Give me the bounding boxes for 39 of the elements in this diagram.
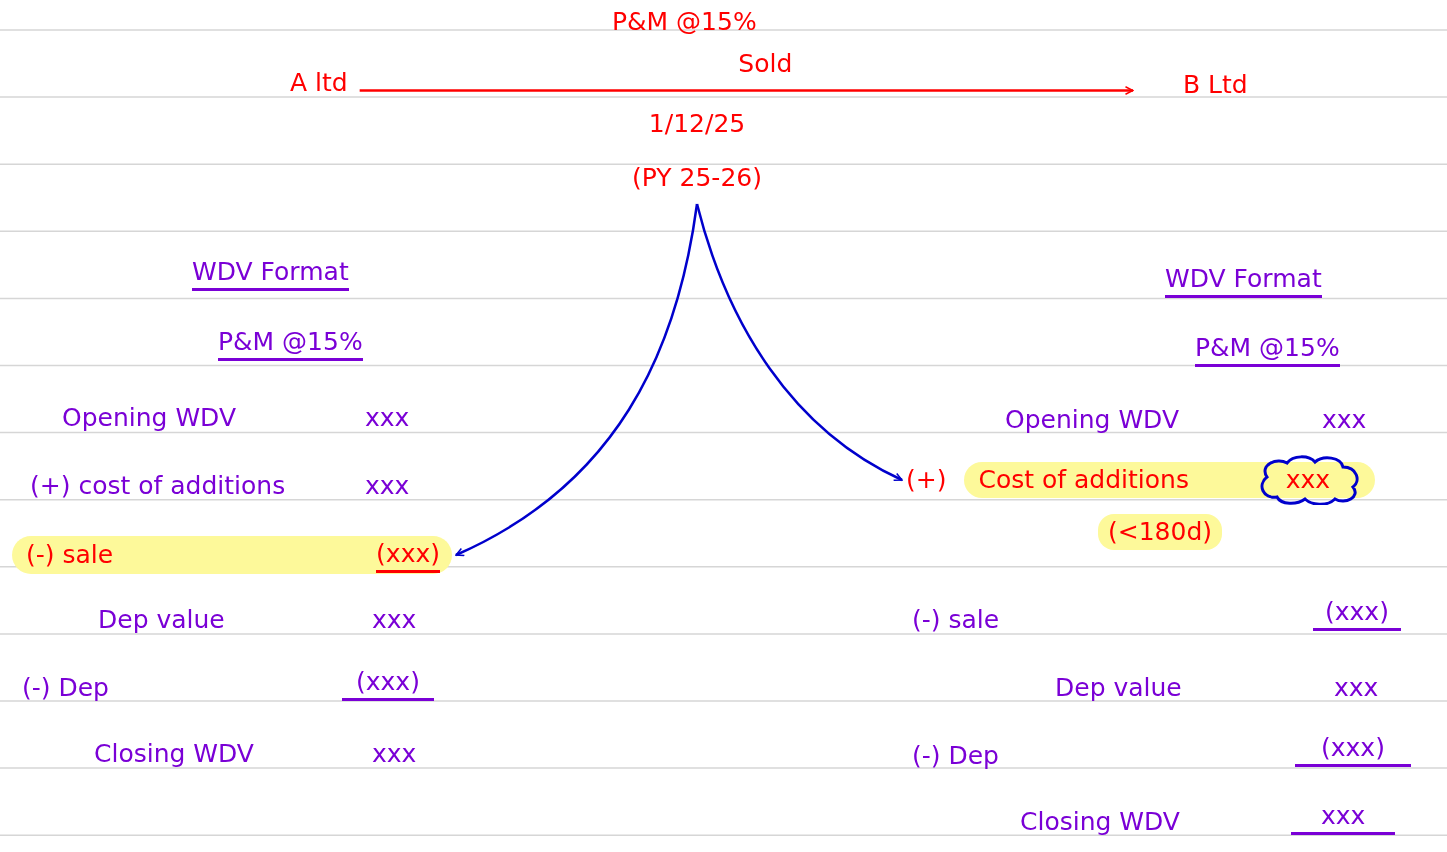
highlight-band [12, 536, 452, 574]
underlined-text: P&M @15% [1195, 332, 1340, 367]
text: Closing WDV [94, 738, 254, 770]
text: Closing WDV [1020, 806, 1180, 838]
arrow [695, 203, 903, 482]
underlined-text: P&M @15% [218, 326, 363, 361]
row-label: (-) sale [26, 539, 114, 571]
text: xxx [365, 402, 410, 434]
text: (+) cost of additions [30, 470, 286, 502]
row-value: (xxx) [376, 537, 440, 573]
arrow [359, 86, 1134, 95]
sign-text: (+) [906, 464, 947, 496]
text: Dep value [98, 604, 225, 636]
year-text: (PY 25-26) [632, 162, 762, 194]
company-text: A ltd [290, 68, 348, 97]
text: xxx [1334, 672, 1379, 704]
highlighted-note: (<180d) [1098, 514, 1223, 550]
text: Opening WDV [1005, 404, 1179, 436]
text: (-) Dep [912, 740, 999, 772]
company-text: B Ltd [1183, 70, 1248, 99]
underlined-text: (xxx) [1295, 732, 1411, 767]
underlined-text: WDV Format [192, 256, 349, 291]
row-value: xxx [1285, 464, 1331, 496]
underlined-text: (xxx) [1313, 596, 1401, 631]
date-text: 1/12/25 [648, 108, 746, 140]
text: P&M @15% [612, 6, 757, 38]
text: xxx [372, 604, 417, 636]
text: xxx [372, 738, 417, 770]
text: (-) Dep [22, 672, 109, 704]
row-label: Cost of additions [978, 464, 1189, 496]
underlined-text: WDV Format [1165, 263, 1322, 298]
text: Opening WDV [62, 402, 236, 434]
underlined-text: (xxx) [342, 666, 434, 701]
arrow [455, 203, 699, 557]
text: (-) sale [912, 604, 1000, 636]
text: Dep value [1055, 672, 1182, 704]
text: xxx [1322, 404, 1367, 436]
underlined-text: xxx [1291, 800, 1396, 835]
text: xxx [365, 470, 410, 502]
